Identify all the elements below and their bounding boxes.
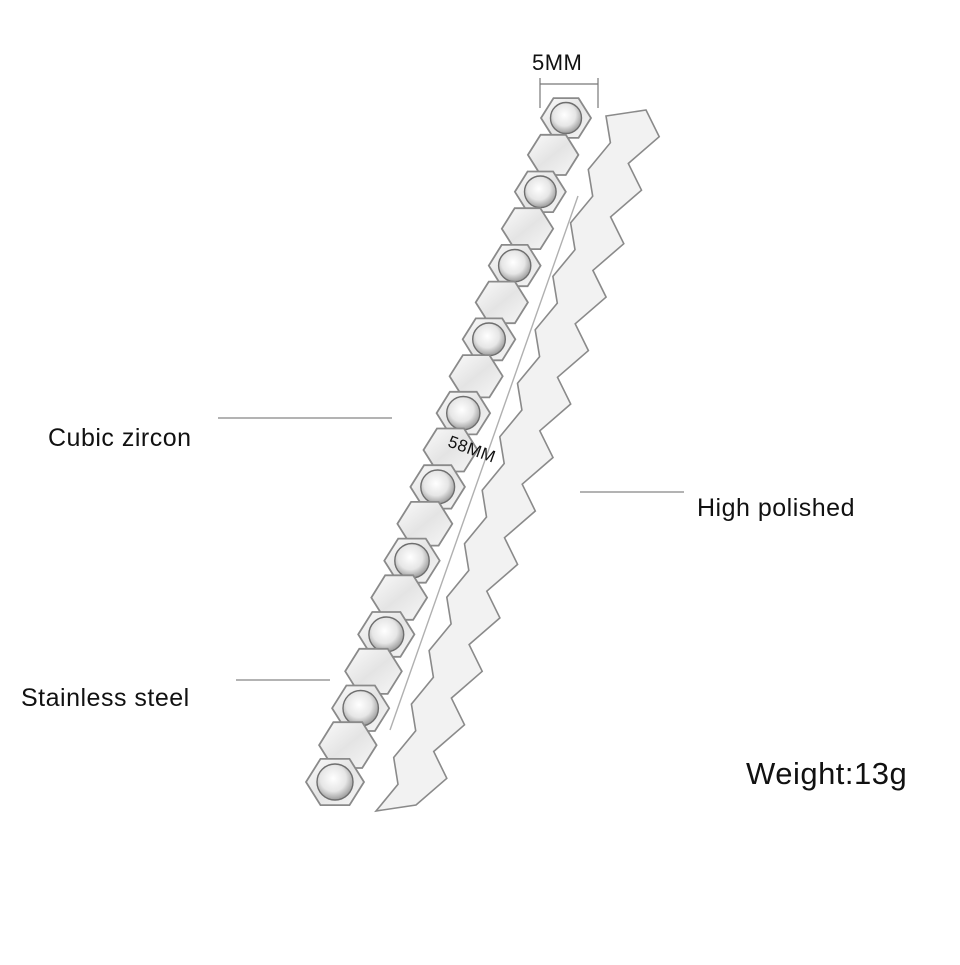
width-dimension-label: 5MM [532,50,583,75]
inner-band-surface [374,109,661,813]
hexagon-link [474,280,529,325]
bangle-inner-band [374,109,661,813]
cubic-zircon-stone [472,322,507,357]
cubic-zircon-stone [549,101,583,135]
cubic-zircon-stone [342,689,380,727]
hexagon-link [448,354,504,399]
hexagon-link [370,574,429,621]
cubic-zircon-stone [316,763,354,801]
cubic-zircon-stone [394,542,430,579]
cubic-zircon-stone [368,616,405,653]
cubic-zircon-stone [523,175,557,209]
hexagon-link [344,647,403,695]
cubic-zircon-stone [497,248,532,283]
hexagon-link [396,500,454,547]
cubic-zircon-label: Cubic zircon [48,424,192,452]
high-polished-label: High polished [697,494,855,522]
hexagon-link [526,133,580,176]
cubic-zircon-stone [445,395,481,431]
leader-lines [218,78,684,731]
bangle-hexagon-band [304,97,593,806]
cubic-zircon-stone [420,469,456,505]
stainless-steel-label: Stainless steel [21,684,190,712]
hexagon-link [318,721,378,769]
weight-label: Weight:13g [746,756,908,791]
hexagon-link [500,207,555,251]
hexagon-link [422,427,479,473]
diameter-line [389,195,579,731]
